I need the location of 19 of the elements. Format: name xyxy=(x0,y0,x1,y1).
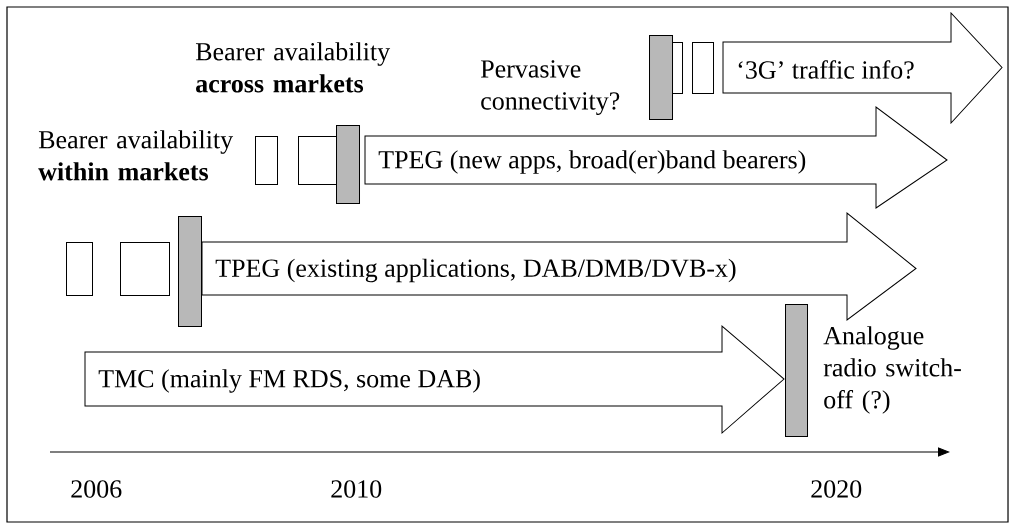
text-label: 2006 xyxy=(71,480,122,498)
small-box xyxy=(298,136,337,185)
timeline-band: TPEG (existing applications, DAB/DMB/DVB-x) xyxy=(201,212,917,321)
text-label: 2020 xyxy=(811,480,862,498)
timeline-band: ‘3G’ traffic info? xyxy=(722,12,1003,124)
shaded-bar xyxy=(336,125,360,204)
shaded-bar xyxy=(178,216,202,327)
shaded-bar xyxy=(649,35,673,120)
small-box xyxy=(672,42,683,94)
small-box xyxy=(692,42,714,94)
small-box xyxy=(255,136,278,185)
text-label: Bearer availability within markets xyxy=(38,130,234,181)
text-label: 2010 xyxy=(331,480,382,498)
small-box xyxy=(120,242,170,296)
timeline-band: TMC (mainly FM RDS, some DAB) xyxy=(84,325,785,434)
small-box xyxy=(66,242,93,296)
text-label: Bearer availability across markets xyxy=(195,42,391,93)
text-label: Analogue radio switch-off (?) xyxy=(823,326,961,414)
shaded-bar xyxy=(785,304,808,437)
